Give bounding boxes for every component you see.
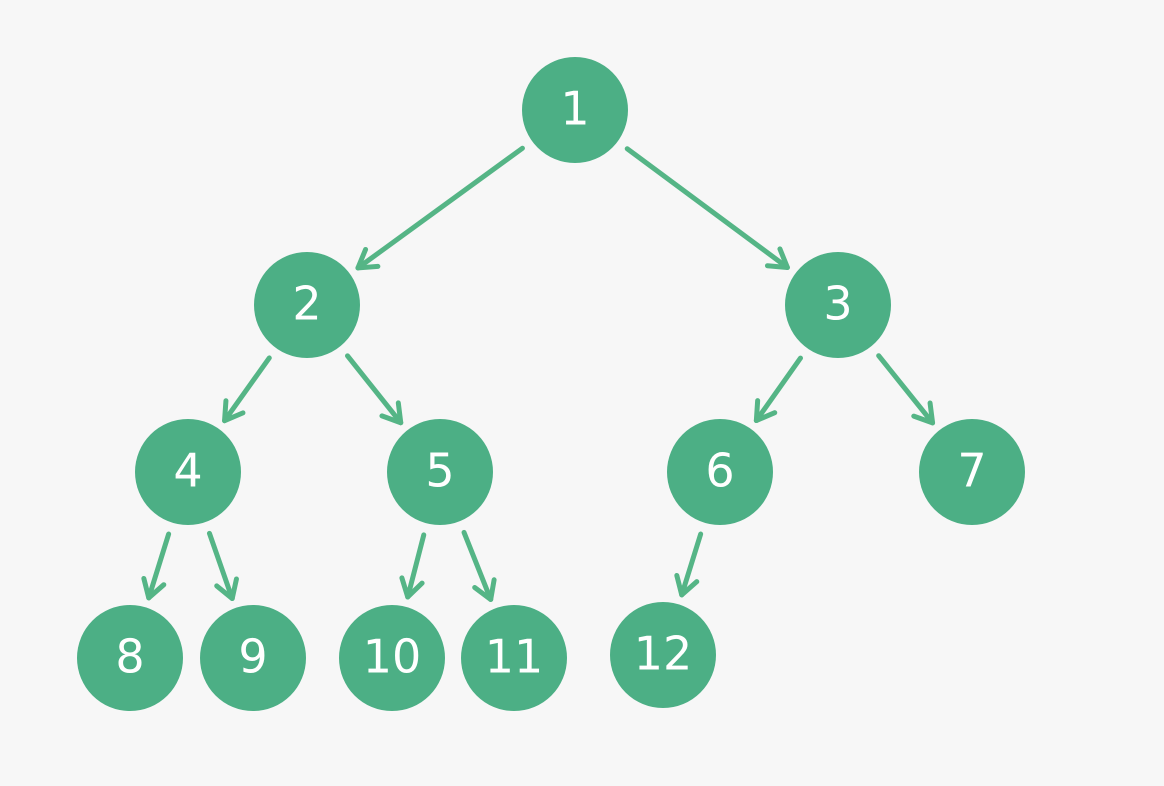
- tree-node-10: 10: [339, 605, 445, 711]
- node-label: 9: [238, 630, 267, 684]
- tree-node-9: 9: [200, 605, 306, 711]
- node-circle: [135, 419, 241, 525]
- node-circle: [919, 419, 1025, 525]
- tree-node-2: 2: [254, 252, 360, 358]
- edge-4-8: [141, 531, 172, 601]
- tree-node-8: 8: [77, 605, 183, 711]
- tree-node-11: 11: [461, 605, 567, 711]
- node-label: 11: [485, 630, 544, 684]
- node-circle: [461, 605, 567, 711]
- arrowhead-icon: [214, 576, 239, 602]
- tree-node-1: 1: [522, 57, 628, 163]
- node-circle: [77, 605, 183, 711]
- edge-3-7: [876, 353, 936, 426]
- node-label: 2: [292, 277, 321, 331]
- edge-6-12: [674, 531, 704, 598]
- edge-line: [222, 355, 272, 424]
- node-label: 8: [115, 630, 144, 684]
- node-circle: [387, 419, 493, 525]
- node-label: 12: [634, 627, 693, 681]
- arrowhead-icon: [141, 575, 167, 601]
- edge-line: [146, 531, 172, 601]
- edge-line: [405, 532, 427, 600]
- arrowhead-icon: [355, 246, 381, 271]
- edge-5-11: [461, 529, 497, 602]
- edge-3-6: [753, 355, 803, 424]
- node-circle: [339, 605, 445, 711]
- node-circle: [610, 602, 716, 708]
- arrowhead-icon: [222, 398, 246, 424]
- node-circle: [522, 57, 628, 163]
- node-circle: [254, 252, 360, 358]
- arrowhead-icon: [674, 572, 700, 598]
- tree-node-5: 5: [387, 419, 493, 525]
- node-label: 5: [425, 444, 454, 498]
- tree-node-7: 7: [919, 419, 1025, 525]
- node-label: 3: [823, 277, 852, 331]
- edge-line: [355, 145, 525, 271]
- tree-node-12: 12: [610, 602, 716, 708]
- edge-5-10: [399, 532, 427, 600]
- node-label: 7: [957, 444, 986, 498]
- arrowhead-icon: [764, 246, 790, 270]
- edges-layer: [141, 145, 936, 602]
- edge-line: [876, 353, 936, 426]
- tree-node-6: 6: [667, 419, 773, 525]
- edge-line: [679, 531, 704, 598]
- node-circle: [667, 419, 773, 525]
- edge-4-9: [206, 530, 239, 602]
- node-circle: [785, 252, 891, 358]
- node-label: 10: [363, 630, 422, 684]
- edge-1-2: [355, 145, 525, 271]
- edge-1-3: [624, 146, 790, 270]
- arrowhead-icon: [911, 400, 936, 426]
- arrowhead-icon: [399, 575, 425, 600]
- edge-line: [624, 146, 790, 270]
- arrowhead-icon: [379, 400, 404, 426]
- edge-line: [206, 530, 235, 602]
- node-label: 1: [560, 82, 589, 136]
- arrowhead-icon: [472, 577, 497, 602]
- edge-2-5: [344, 353, 404, 426]
- edge-line: [461, 529, 494, 602]
- edge-line: [344, 353, 404, 426]
- tree-node-4: 4: [135, 419, 241, 525]
- edge-2-4: [222, 355, 272, 424]
- node-label: 6: [705, 444, 734, 498]
- arrowhead-icon: [753, 398, 778, 424]
- tree-node-3: 3: [785, 252, 891, 358]
- node-label: 4: [173, 444, 202, 498]
- edge-line: [753, 355, 803, 424]
- node-circle: [200, 605, 306, 711]
